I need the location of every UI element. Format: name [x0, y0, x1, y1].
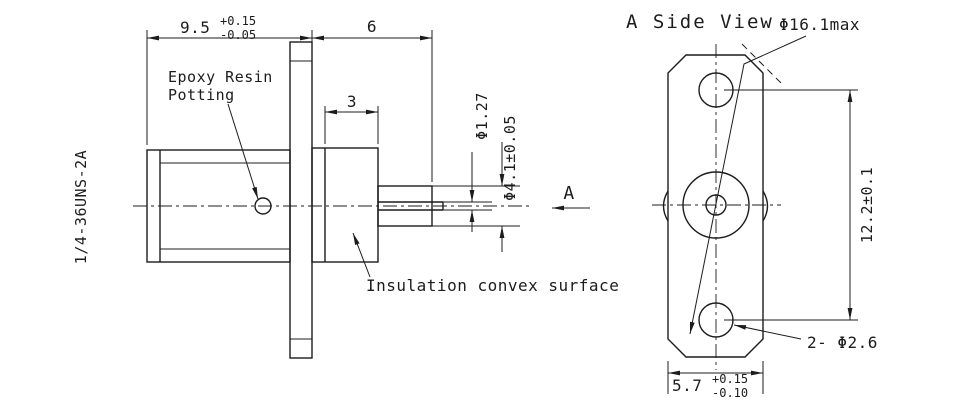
- epoxy-note-line2: Potting: [168, 86, 235, 104]
- epoxy-note-line1: Epoxy Resin: [168, 68, 273, 86]
- dim-insulator-diameter: Φ4.1±0.05: [432, 115, 520, 252]
- side-right-bump: [762, 190, 769, 222]
- side-view-title: A Side View: [626, 11, 774, 33]
- dim-rear-length: 6: [312, 17, 433, 182]
- flange-max-diameter-callout: Φ16.1max: [689, 15, 860, 335]
- thread-callout-label: 1/4-36UNS-2A: [72, 150, 90, 264]
- rear-cylinder-outline: [311, 147, 379, 263]
- dim-hole-spacing: 12.2±0.1: [724, 89, 876, 321]
- mounting-holes-leader: [733, 324, 802, 340]
- dim-body-length: 9.5 +0.15 -0.05: [146, 14, 313, 145]
- section-arrow: A: [552, 183, 590, 211]
- dim-pin-diameter: Φ1.27: [443, 92, 492, 232]
- dim-step-length-value: 3: [347, 92, 357, 111]
- side-view: A Side View: [626, 11, 785, 370]
- mounting-holes-label: 2- Φ2.6: [807, 333, 878, 352]
- dim-body-length-value: 9.5: [180, 18, 210, 37]
- dim-body-length-tol-upper: +0.15: [220, 14, 256, 28]
- dim-flange-width-tol-lower: -0.10: [712, 386, 748, 400]
- section-arrow-label: A: [563, 183, 574, 204]
- side-left-bump: [662, 190, 669, 222]
- insulator-outline: [377, 185, 433, 227]
- dim-pin-diameter-value: Φ1.27: [473, 92, 491, 140]
- max-diameter-dashed-line: [741, 43, 785, 87]
- mounting-holes-callout: 2- Φ2.6: [733, 324, 878, 352]
- epoxy-note: Epoxy Resin Potting: [168, 68, 273, 200]
- dim-insulator-diameter-value: Φ4.1±0.05: [501, 115, 519, 201]
- front-view: [133, 41, 532, 359]
- insulation-note-label: Insulation convex surface: [366, 276, 619, 295]
- epoxy-leader-line: [227, 103, 259, 200]
- epoxy-potting-circle: [254, 197, 272, 215]
- dim-body-length-tol-lower: -0.05: [220, 28, 256, 42]
- dim-step-length: 3: [324, 92, 379, 144]
- dim-flange-width-tol-upper: +0.15: [712, 372, 748, 386]
- dim-flange-width-value: 5.7: [672, 376, 702, 395]
- dim-hole-spacing-value: 12.2±0.1: [858, 167, 876, 243]
- flange-max-diameter-label: Φ16.1max: [779, 15, 860, 34]
- flange-max-diameter-leader: [689, 35, 807, 335]
- dim-rear-length-value: 6: [367, 17, 377, 36]
- dim-flange-width: 5.7 +0.15 -0.10: [667, 361, 764, 400]
- insulation-leader-line: [352, 232, 371, 278]
- insulation-note: Insulation convex surface: [352, 232, 619, 295]
- flange-outline: [289, 41, 313, 359]
